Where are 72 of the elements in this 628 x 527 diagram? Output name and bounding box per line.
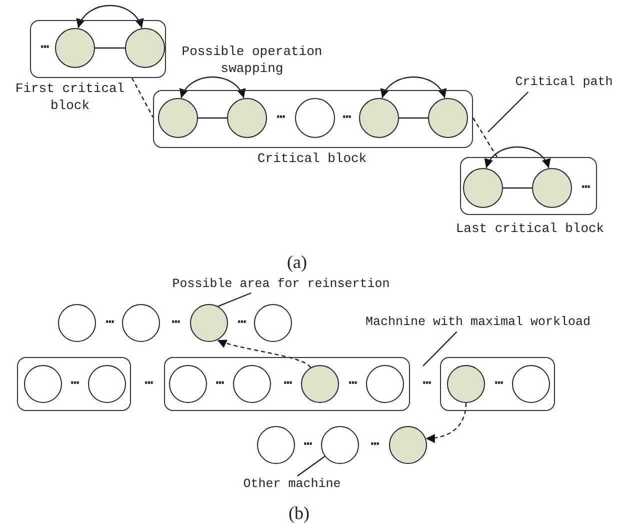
swap-arrow xyxy=(486,146,550,168)
machine-block xyxy=(153,90,473,148)
leader-line xyxy=(218,292,252,307)
leader-line xyxy=(297,456,326,476)
ellipsis: ⋯ xyxy=(282,376,294,392)
panel-label: (b) xyxy=(288,502,310,524)
panel-label: (a) xyxy=(286,251,308,273)
machine-block xyxy=(30,20,166,78)
operation-circle xyxy=(257,426,295,464)
operation-circle xyxy=(158,98,198,138)
machine-block xyxy=(440,357,555,411)
operation-circle xyxy=(254,304,292,342)
swap-arrow xyxy=(77,4,143,28)
machine-block xyxy=(17,357,131,411)
ellipsis: ⋯ xyxy=(170,315,182,331)
leader-line xyxy=(422,331,458,366)
ellipsis: ⋯ xyxy=(348,376,358,392)
critical-path-line xyxy=(472,118,498,158)
critical-path-line xyxy=(131,78,154,118)
operation-circle xyxy=(446,364,485,403)
machine-block xyxy=(460,157,597,215)
ellipsis: ⋯ xyxy=(144,376,154,392)
block-caption: Critical block xyxy=(256,150,368,167)
ellipsis: ⋯ xyxy=(236,315,248,331)
connector-line xyxy=(198,117,227,119)
operation-circle xyxy=(462,168,503,208)
ellipsis: ⋯ xyxy=(580,180,592,196)
operation-circle xyxy=(124,28,165,68)
operation-circle xyxy=(358,98,399,138)
operation-circle xyxy=(389,426,427,464)
operation-circle xyxy=(190,304,228,342)
ellipsis: ⋯ xyxy=(494,376,504,392)
operation-circle xyxy=(58,304,96,342)
callout-text: Machnine with maximal workload xyxy=(360,314,596,331)
operation-circle xyxy=(168,364,207,403)
ellipsis: ⋯ xyxy=(302,437,314,453)
operation-circle xyxy=(226,98,267,138)
operation-circle xyxy=(54,28,95,68)
connector-line xyxy=(399,117,428,119)
operation-circle xyxy=(88,364,126,403)
swap-arrow xyxy=(180,76,244,98)
operation-circle xyxy=(428,98,468,138)
ellipsis: ⋯ xyxy=(342,110,352,126)
block-caption: Last critical block xyxy=(455,220,605,237)
callout-text: Possible area for reinsertion xyxy=(166,276,396,293)
reinsertion-arrow xyxy=(426,402,467,443)
annotation-text: Possible operation swapping xyxy=(180,43,324,77)
ellipsis: ⋯ xyxy=(70,376,80,392)
operation-circle xyxy=(300,364,339,403)
reinsertion-arrow xyxy=(217,339,311,368)
machine-block xyxy=(164,357,410,411)
operation-circle xyxy=(24,364,62,403)
callout-text: Other machine xyxy=(238,476,346,493)
operation-circle xyxy=(512,364,550,403)
operation-circle xyxy=(232,364,271,403)
callout-text: Critical path xyxy=(508,74,620,92)
connector-line xyxy=(503,187,532,189)
ellipsis: ⋯ xyxy=(422,376,432,392)
operation-circle xyxy=(366,364,404,403)
operation-circle xyxy=(122,304,160,342)
operation-circle xyxy=(321,426,359,464)
ellipsis: ⋯ xyxy=(104,315,116,331)
operation-circle xyxy=(294,98,335,138)
ellipsis: ⋯ xyxy=(276,110,286,126)
connector-line xyxy=(95,47,125,49)
swap-arrow xyxy=(382,76,446,98)
ellipsis: ⋯ xyxy=(214,376,226,392)
ellipsis: ⋯ xyxy=(370,437,380,453)
ellipsis: ⋯ xyxy=(40,40,50,56)
operation-circle xyxy=(532,168,572,208)
block-caption: First critical block xyxy=(14,80,126,114)
leader-line xyxy=(488,92,529,132)
